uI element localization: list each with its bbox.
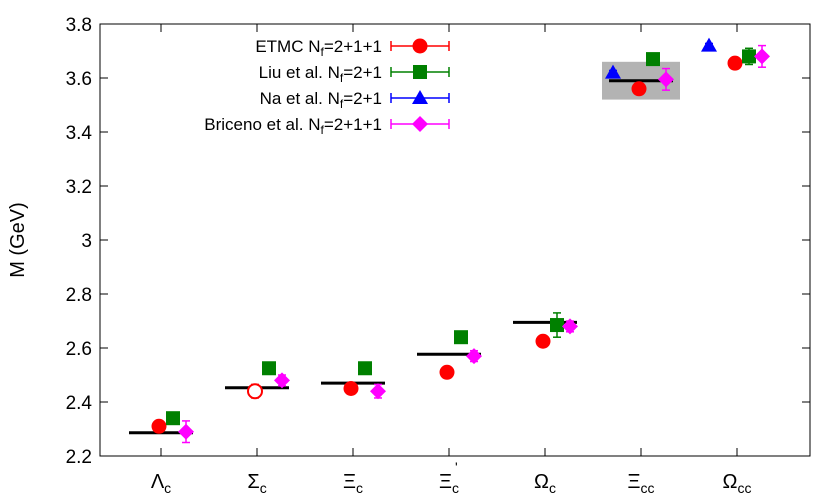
legend-label: Briceno et al. Nf=2+1+1 — [204, 115, 382, 137]
legend-label: Na et al. Nf=2+1 — [260, 89, 382, 111]
x-tick-label: Λc — [151, 471, 171, 496]
data-point — [550, 318, 564, 333]
x-tick-label-sub: c — [356, 480, 363, 496]
x-tick-label-base: Λ — [151, 471, 165, 493]
data-point — [151, 418, 167, 434]
legend-label-tail: =2+1 — [343, 63, 382, 82]
legend-label-main: Na et al. N — [260, 89, 340, 108]
y-tick-label: 3 — [81, 231, 92, 252]
x-tick-label: Ξc — [439, 471, 459, 496]
legend-label-sub: f — [321, 123, 325, 137]
y-axis: 2.2 2.4 2.6 2.8 3 3.2 3.4 3.6 3.8 — [66, 15, 810, 468]
x-tick-label-sub: c — [549, 480, 556, 496]
x-tick-label-base: Ξ — [628, 471, 641, 493]
series-square — [166, 47, 756, 426]
x-tick-label: Ωc — [534, 471, 556, 496]
series-triangle — [605, 37, 717, 79]
y-tick-label: 3.2 — [66, 177, 92, 198]
data-point — [439, 364, 455, 380]
x-tick-label-base: Σ — [247, 471, 259, 493]
data-point — [631, 81, 647, 97]
data-point — [562, 318, 578, 335]
data-point — [370, 383, 386, 400]
data-point — [358, 361, 372, 376]
series-circle — [151, 55, 743, 434]
x-tick-label-base: Ω — [534, 471, 549, 493]
data-point — [658, 71, 674, 88]
x-tick-label: Ωcc — [723, 471, 752, 496]
legend-label-tail: =2+1+1 — [324, 37, 382, 56]
data-point — [262, 361, 276, 376]
x-tick-label-base: Ω — [723, 471, 738, 493]
x-tick-label: Ξc — [343, 471, 363, 496]
x-tick-label: Σc — [247, 471, 266, 496]
x-tick-label-sub: c — [164, 480, 171, 496]
legend-marker — [413, 65, 427, 79]
legend-marker — [412, 90, 428, 104]
series-layer — [151, 37, 770, 444]
y-tick-label: 2.6 — [66, 339, 92, 360]
y-tick-label: 3.8 — [66, 15, 92, 36]
y-tick-label: 3.4 — [66, 123, 93, 144]
data-point — [466, 348, 482, 365]
data-point — [454, 330, 468, 345]
data-point — [535, 333, 551, 349]
data-point — [605, 64, 621, 79]
legend-label-main: Briceno et al. N — [204, 115, 320, 134]
y-tick-label: 2.2 — [66, 447, 92, 468]
legend-label-main: Liu et al. N — [259, 63, 340, 82]
x-tick-label-base: Ξ — [343, 471, 356, 493]
y-tick-label: 2.4 — [66, 393, 93, 414]
y-tick-label: 2.8 — [66, 285, 92, 306]
legend-label-tail: =2+1+1 — [324, 115, 382, 134]
data-point — [166, 411, 180, 426]
data-point — [646, 52, 660, 67]
x-tick-label: Ξcc — [628, 471, 655, 496]
data-point — [727, 55, 743, 71]
legend-label-sub: f — [340, 71, 344, 85]
legend-label-tail: =2+1 — [343, 89, 382, 108]
data-point — [274, 372, 290, 389]
x-tick-label-prime: ' — [455, 459, 458, 475]
legend-label: Liu et al. Nf=2+1 — [259, 63, 382, 85]
data-point — [178, 423, 194, 440]
legend-label-sub: f — [321, 45, 325, 59]
data-point — [247, 383, 263, 400]
legend-label: ETMC Nf=2+1+1 — [255, 37, 382, 59]
legend-label-main: ETMC N — [255, 37, 320, 56]
data-point — [701, 37, 717, 52]
data-point — [754, 48, 770, 65]
x-tick-label-sub: c — [260, 480, 267, 496]
y-tick-label: 3.6 — [66, 69, 92, 90]
x-tick-label-sub: cc — [641, 480, 655, 496]
data-point — [742, 49, 756, 64]
y-axis-label: M (GeV) — [7, 202, 29, 278]
plot-frame — [99, 23, 811, 457]
legend-marker — [412, 116, 428, 132]
legend-label-sub: f — [340, 97, 344, 111]
x-tick-label-base: Ξ — [439, 471, 452, 493]
data-point — [343, 381, 359, 396]
x-tick-label-sub: cc — [737, 480, 751, 496]
x-tick-label-sub: c — [452, 480, 459, 496]
legend-marker — [412, 38, 428, 54]
series-diamond — [178, 44, 770, 444]
